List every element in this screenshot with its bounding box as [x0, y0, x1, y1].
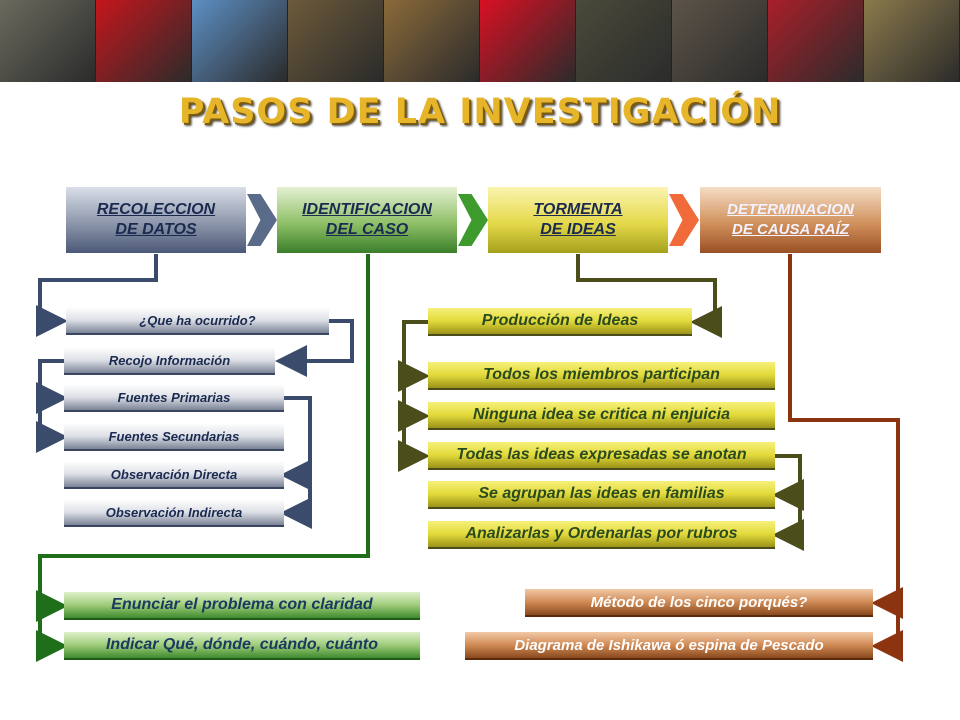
box-fuentes-secundarias: Fuentes Secundarias [64, 423, 284, 451]
box-todos-participan: Todos los miembros participan [428, 362, 775, 390]
step-determinacion-causa: DETERMINACION DE CAUSA RAÍZ [700, 187, 881, 253]
box-observacion-indirecta: Observación Indirecta [64, 499, 284, 527]
rescue-operation-photo [576, 0, 672, 82]
box-agrupan-familias: Se agrupan las ideas en familias [428, 481, 775, 509]
box-analizar-ordenar: Analizarlas y Ordenarlas por rubros [428, 521, 775, 549]
step-tormenta-ideas: TORMENTA DE IDEAS [488, 187, 668, 253]
box-ninguna-critica: Ninguna idea se critica ni enjuicia [428, 402, 775, 430]
box-que-ha-ocurrido: ¿Que ha ocurrido? [66, 307, 329, 335]
training-exercise-photo [864, 0, 960, 82]
firefighter-group-photo [672, 0, 768, 82]
box-metodo-cinco-porques: Método de los cinco porqués? [525, 589, 873, 617]
firefighter-portrait-photo [288, 0, 384, 82]
box-produccion-ideas: Producción de Ideas [428, 308, 692, 336]
box-observacion-directa: Observación Directa [64, 461, 284, 489]
step-identificacion-caso: IDENTIFICACION DEL CASO [277, 187, 457, 253]
firefighters-hose-photo [384, 0, 480, 82]
hermandad-bomberos-seal [768, 0, 864, 82]
box-todas-anotan: Todas las ideas expresadas se anotan [428, 442, 775, 470]
firefighter-mask-photo [0, 0, 96, 82]
box-recojo-informacion: Recojo Información [64, 347, 275, 375]
box-enunciar-problema: Enunciar el problema con claridad [64, 592, 420, 620]
peru-flag [480, 0, 576, 82]
box-indicar-que-donde: Indicar Qué, dónde, cuándo, cuánto [64, 632, 420, 660]
box-fuentes-primarias: Fuentes Primarias [64, 384, 284, 412]
hazmat-suits-photo [192, 0, 288, 82]
step-recoleccion-datos: RECOLECCION DE DATOS [66, 187, 246, 253]
photo-banner [0, 0, 960, 82]
page-title: PASOS DE LA INVESTIGACIÓN [178, 92, 782, 132]
rescate-peru-emblem [96, 0, 192, 82]
box-diagrama-ishikawa: Diagrama de Ishikawa ó espina de Pescado [465, 632, 873, 660]
